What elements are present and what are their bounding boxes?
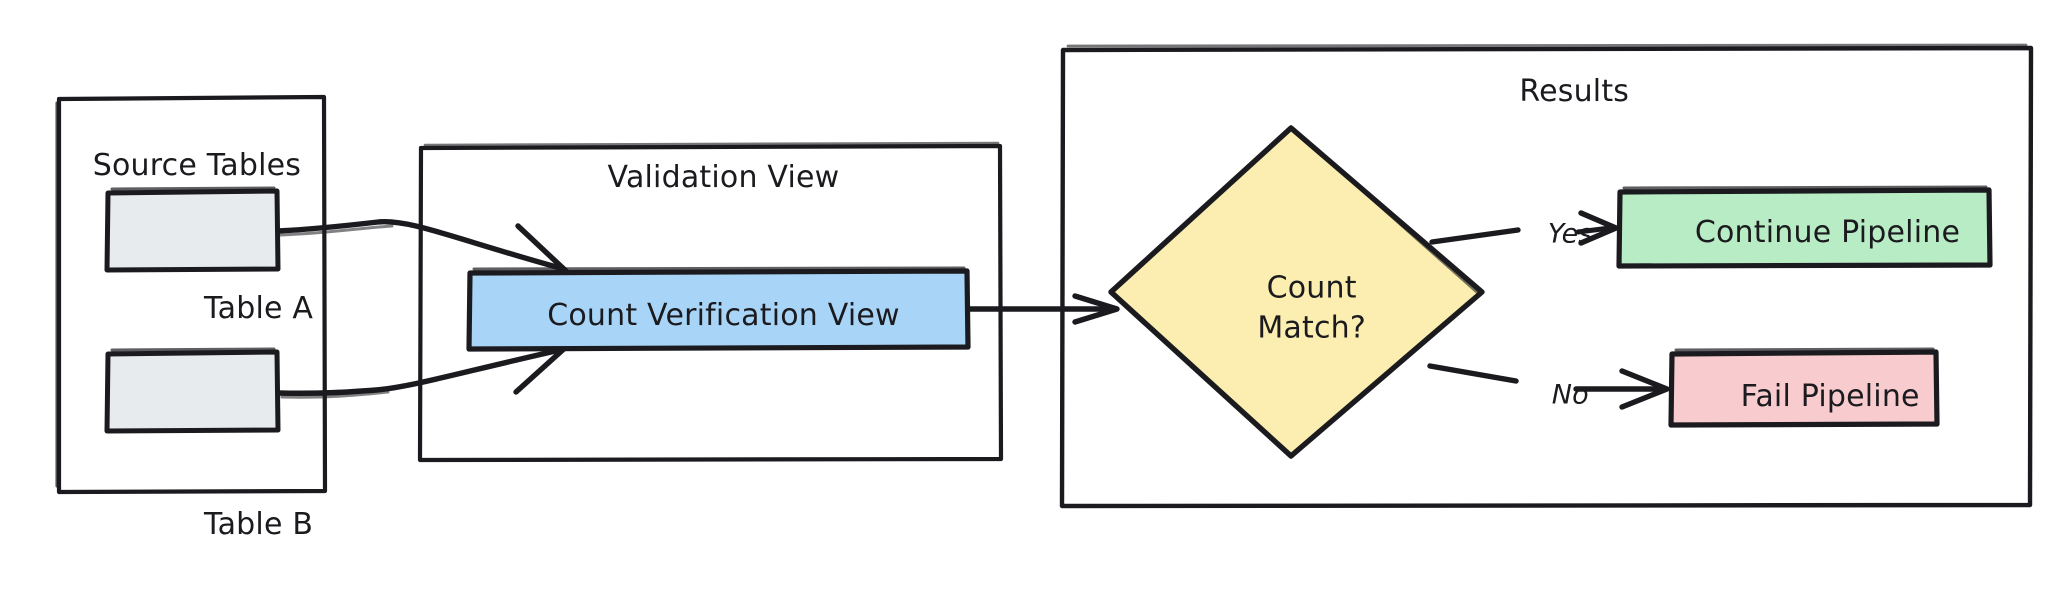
node-table-a-label: Table A [204, 291, 314, 327]
node-continue-pipeline[interactable] [1616, 185, 1993, 269]
node-count-match-label-line1: Count [1266, 270, 1357, 306]
edge-decision-no-label: No [1551, 379, 1589, 411]
node-continue-pipeline-label: Continue Pipeline [1694, 215, 1961, 251]
node-table-b[interactable] [104, 347, 281, 434]
group-validation-view-border [417, 143, 1004, 463]
group-validation-view-border-sketch [423, 141, 1000, 147]
edge-decision-yes-label: Yes [1547, 218, 1593, 250]
node-fail-pipeline[interactable] [1668, 347, 1940, 428]
group-source-tables-border [56, 94, 328, 495]
node-fail-pipeline-label: Fail Pipeline [1740, 378, 1920, 414]
node-count-match-label: Count Match? [1257, 269, 1366, 348]
node-count-match-label-line2: Match? [1257, 310, 1366, 346]
edge-decision-no [1427, 363, 1670, 410]
group-results[interactable] [1059, 43, 2034, 509]
edge-view-to-decision [967, 293, 1120, 325]
group-validation-view-label: Validation View [607, 160, 840, 196]
group-validation-view[interactable] [417, 141, 1004, 463]
node-count-match[interactable] [1108, 125, 1485, 459]
node-count-verification-view-label: Count Verification View [547, 298, 900, 334]
group-results-border-sketch [1066, 43, 2028, 48]
node-table-b-label: Table B [204, 507, 314, 543]
edge-decision-yes [1429, 210, 1619, 246]
group-results-label: Results [1519, 74, 1630, 110]
group-results-border [1059, 45, 2034, 509]
node-count-verification-view[interactable] [466, 266, 971, 352]
group-source-tables[interactable] [55, 94, 328, 495]
group-source-tables-label: Source Tables [92, 148, 302, 184]
node-table-a[interactable] [104, 186, 281, 273]
